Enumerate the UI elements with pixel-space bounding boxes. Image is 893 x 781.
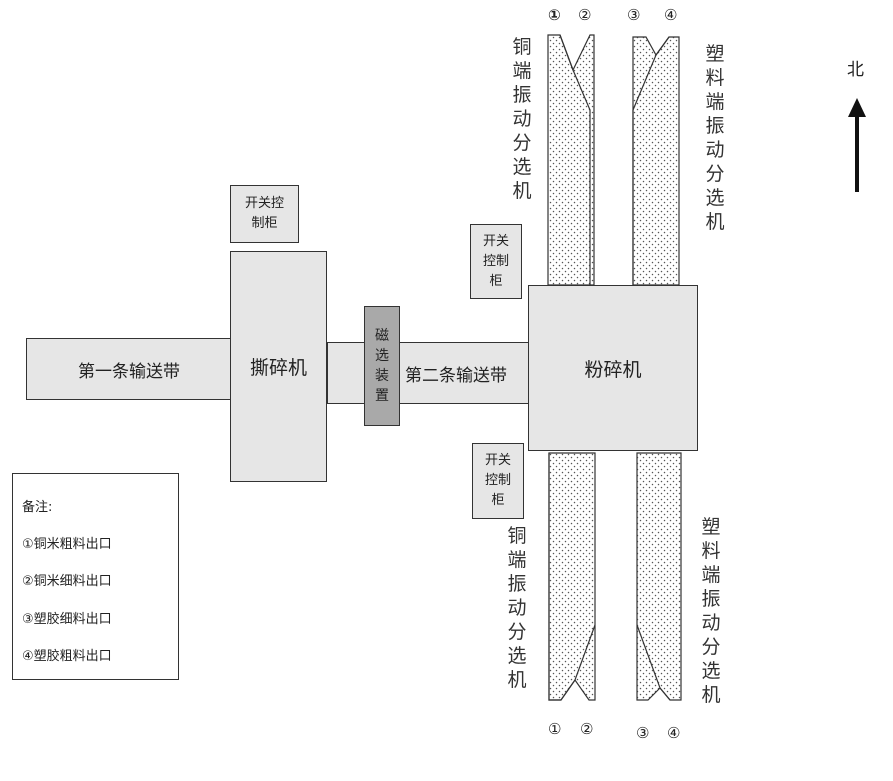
- control-cabinet-shredder: 开关控制柜: [230, 185, 299, 243]
- legend-item: ③塑胶细料出口: [22, 612, 112, 627]
- north-arrow-icon: [848, 98, 866, 192]
- shredder: 撕碎机: [230, 251, 327, 482]
- control-cabinet-top: 开关控制柜: [470, 224, 522, 299]
- legend-box: 备注: ①铜米粗料出口 ②铜米细料出口 ③塑胶细料出口 ④塑胶粗料出口: [12, 473, 179, 680]
- conveyor-1: 第一条输送带: [26, 338, 232, 400]
- north-label: 北: [847, 60, 864, 80]
- outlet-top-4: ④: [664, 6, 678, 24]
- magnetic-separator: 磁选装置: [364, 306, 400, 426]
- control-cabinet-shredder-label: 开关控制柜: [245, 196, 285, 231]
- copper-sorter-label-top: 铜端振动分选机: [512, 36, 532, 202]
- outlet-bottom-4: ④: [667, 724, 681, 742]
- plastic-sorter-label-bottom: 塑料端振动分选机: [701, 516, 721, 706]
- control-cabinet-top-label: 开关控制柜: [482, 233, 509, 289]
- outlet-bottom-2: ②: [580, 720, 594, 738]
- conveyor-1-label: 第一条输送带: [78, 361, 180, 382]
- top-copper-sorter-shape: [547, 34, 595, 286]
- shredder-label: 撕碎机: [249, 357, 307, 379]
- legend-item: ②铜米细料出口: [22, 574, 112, 589]
- top-plastic-sorter-shape: [632, 36, 680, 286]
- outlet-top-1: ①: [548, 6, 561, 24]
- plastic-sorter-label-top: 塑料端振动分选机: [705, 43, 725, 233]
- pulverizer-label: 粉碎机: [584, 358, 642, 381]
- legend-item: ①铜米粗料出口: [22, 537, 112, 552]
- magnetic-separator-label: 磁选装置: [375, 328, 389, 404]
- outlet-top-2: ②: [578, 6, 592, 24]
- control-cabinet-bottom-label: 开关控制柜: [484, 453, 511, 508]
- conveyor-2-label: 第二条输送带: [405, 365, 507, 386]
- outlet-top-3: ③: [627, 6, 641, 24]
- conveyor-2: 第二条输送带: [327, 342, 530, 404]
- outlet-bottom-3: ③: [636, 724, 650, 742]
- legend-title: 备注:: [22, 500, 53, 515]
- bottom-plastic-sorter-shape: [636, 452, 682, 701]
- bottom-copper-sorter-shape: [548, 452, 596, 701]
- pulverizer: 粉碎机: [528, 285, 698, 451]
- outlet-bottom-1: ①: [548, 720, 562, 738]
- copper-sorter-label-bottom: 铜端振动分选机: [507, 525, 527, 691]
- control-cabinet-bottom: 开关控制柜: [472, 443, 524, 519]
- legend-item: ④塑胶粗料出口: [22, 649, 112, 664]
